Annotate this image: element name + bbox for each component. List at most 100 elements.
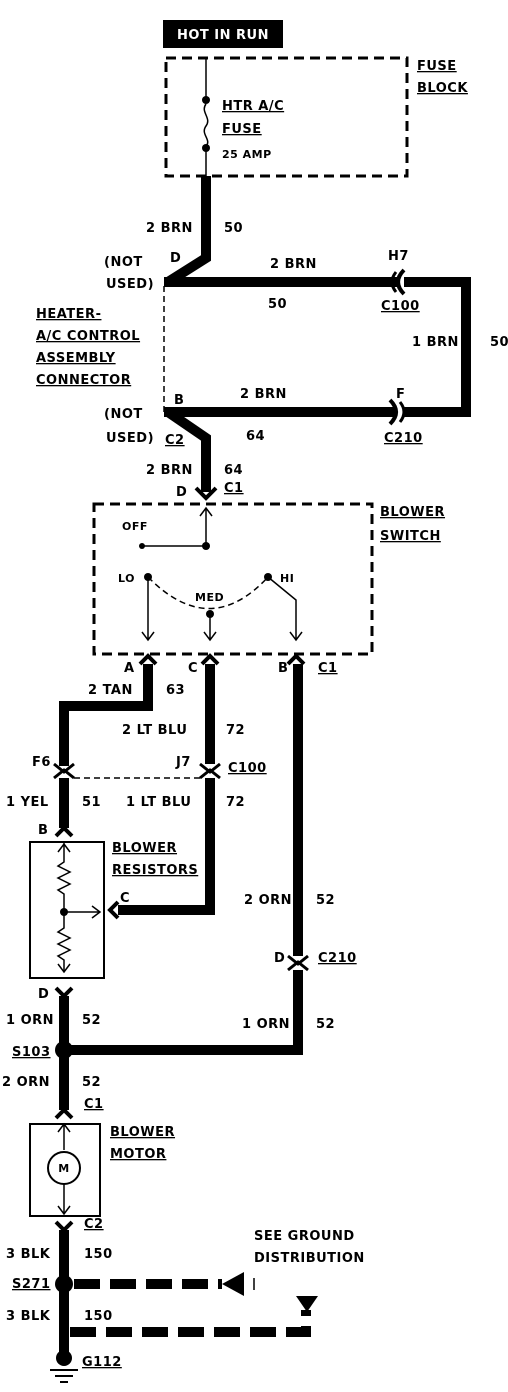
ground-g112-terminal [56,1350,72,1366]
resistor-pin-b-chevron [54,825,74,838]
resistor-icon-upper [56,852,72,912]
pin-h7: H7 [388,249,409,264]
wire-orn-2-motor-circuit: 52 [82,1075,101,1090]
blower-resistors-label-2: RESISTORS [112,863,198,878]
wire-orn-2-right-circuit: 52 [316,893,335,908]
wire-f-circuit: 64 [246,429,265,444]
fuse-block-label-2: BLOCK [417,81,468,96]
hot-in-run-header [163,20,283,48]
wire-top-circuit: 50 [224,221,243,236]
switch-feed-pin: D [176,485,187,500]
fuse-name-2: FUSE [222,122,262,137]
blower-switch-box [92,502,374,656]
switch-feed-circuit: 64 [224,463,243,478]
fuse-icon [203,103,209,147]
blower-switch-label-1: BLOWER [380,505,445,520]
resistor-pin-b: B [38,823,48,838]
wire-ltblu-2-circuit: 72 [226,723,245,738]
fuse-block-box [164,56,409,178]
c2-top: C2 [165,433,185,448]
connector-f-icon [388,398,398,426]
ground-ref-line-1: SEE GROUND [254,1229,355,1244]
blower-motor-label-1: BLOWER [110,1125,175,1140]
ground-g112-label: G112 [82,1355,122,1370]
wire-ltblu-1-gauge: 1 LT BLU [126,795,191,810]
wire-h7-gauge: 2 BRN [270,257,317,272]
heater-connector-3: ASSEMBLY [36,351,116,366]
resistor-icon-lower [56,912,72,972]
switch-travel-arc [147,576,269,610]
fuse-name-1: HTR A/C [222,99,284,114]
pin-f6: F6 [32,755,51,770]
blower-motor-label-2: MOTOR [110,1147,166,1162]
pin-c-chevron [200,653,220,666]
not-used-d-1: (NOT [104,255,143,270]
fuse-rating: 25 AMP [222,148,272,161]
switch-lo-arrow [141,577,155,642]
wire-h7-circuit: 50 [268,297,287,312]
connector-c210-top: C210 [384,431,423,446]
resistor-pin-c: C [120,891,130,906]
ground-dist-arrow-icon [222,1272,244,1296]
motor-arrow-bottom [57,1184,71,1216]
wire-tan-circuit: 63 [166,683,185,698]
heater-connector-2: A/C CONTROL [36,329,140,344]
wire-orn-2-right-gauge: 2 ORN [244,893,292,908]
c210-lower-connector: C210 [318,951,357,966]
wire-blk-2-gauge: 3 BLK [6,1309,51,1324]
wire-switch-feed [165,407,211,492]
wire-top-gauge: 2 BRN [146,221,193,236]
motor-top-chevron [54,1107,74,1120]
wire-right-circuit: 50 [490,335,508,350]
switch-off-label: OFF [122,520,148,533]
switch-input-arrow [199,506,213,546]
not-used-b-2: USED) [106,431,154,446]
switch-pin-c: C [188,661,198,676]
resistor-pin-d: D [38,987,49,1002]
connector-j7-icon [199,762,221,780]
hot-in-run-label: HOT IN RUN [177,28,269,43]
heater-connector-1: HEATER- [36,307,101,322]
motor-symbol: M [58,1162,69,1175]
wire-blk-2-circuit: 150 [84,1309,113,1324]
wire-orn-2-motor-gauge: 2 ORN [2,1075,50,1090]
motor-arrow-top [57,1122,71,1150]
wire-ltblu-lower [118,778,215,915]
switch-med-arrow [203,614,217,642]
switch-hi-arrow [267,576,303,642]
resistor-arrow-right [64,905,102,919]
not-used-d-2: USED) [106,277,154,292]
blower-resistors-label-1: BLOWER [112,841,177,856]
wire-f-gauge: 2 BRN [240,387,287,402]
splice-s103-label: S103 [12,1045,51,1060]
wire-tan [59,664,153,766]
switch-med-label: MED [195,591,224,604]
wire-orn-right-lower [64,970,303,1055]
pin-b-chevron [286,653,306,666]
connector-c100-mid: C100 [228,761,267,776]
resistor-arrow-bottom [57,963,71,974]
heater-connector-4: CONNECTOR [36,373,131,388]
wire-blk-1-gauge: 3 BLK [6,1247,51,1262]
motor-conn-c2: C2 [84,1217,104,1232]
wire-yel-gauge: 1 YEL [6,795,49,810]
pin-d-top: D [170,251,181,266]
wire-tan-gauge: 2 TAN [88,683,133,698]
blower-resistors-box [29,841,105,979]
fuse-block-label-1: FUSE [417,59,457,74]
not-used-b-1: (NOT [104,407,143,422]
wire-orn-1-left-circuit: 52 [82,1013,101,1028]
switch-feed-connector: C1 [224,481,244,496]
connector-h7-icon [396,268,406,296]
wire-orn-1-left-gauge: 1 ORN [6,1013,54,1028]
wire-ltblu-1-circuit: 72 [226,795,245,810]
motor-bottom-chevron [54,1220,74,1233]
connector-f-icon-2 [398,401,406,423]
wire-right-gauge: 1 BRN [412,335,459,350]
switch-pin-b: B [278,661,288,676]
connector-f6-icon [53,762,75,780]
c210-lower-pin: D [274,951,285,966]
connector-c210-lower-icon [287,954,309,972]
resistor-pin-c-chevron [107,900,120,920]
